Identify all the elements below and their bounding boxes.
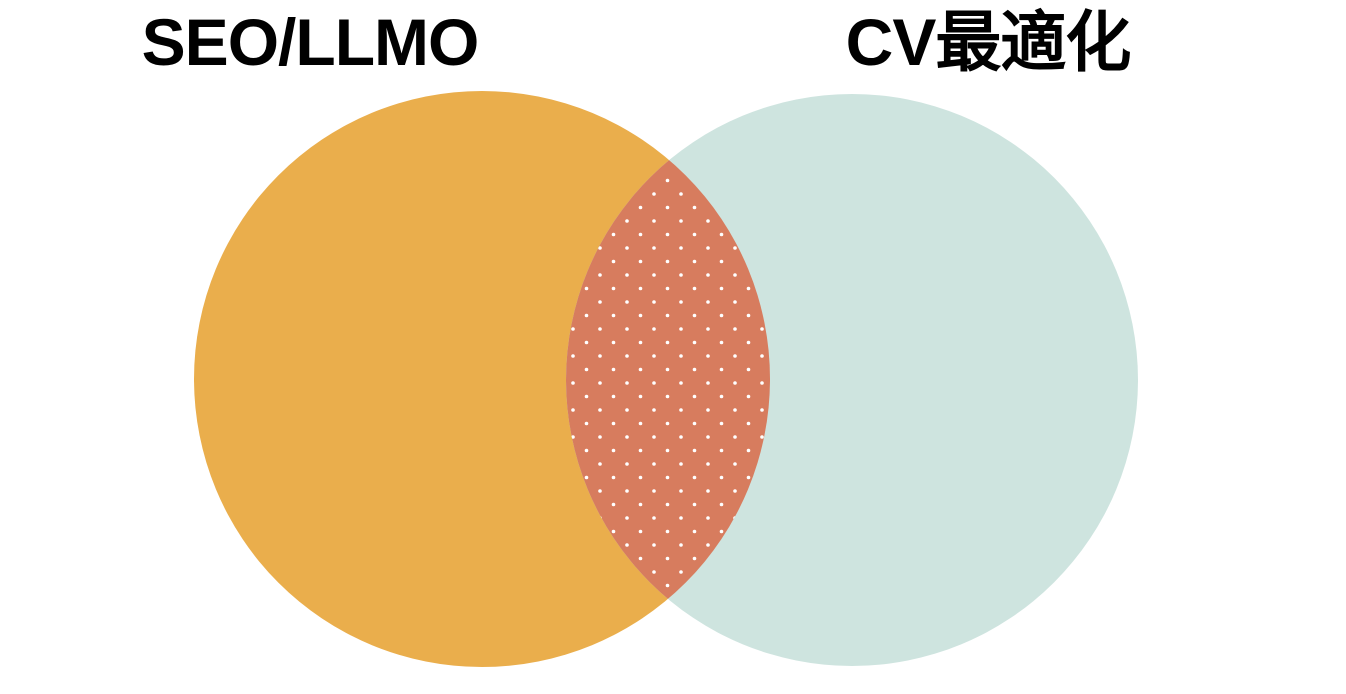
overlap-region — [566, 94, 770, 666]
right-set-title: CV最適化 — [845, 5, 1132, 79]
left-set-title: SEO/LLMO — [141, 5, 480, 79]
